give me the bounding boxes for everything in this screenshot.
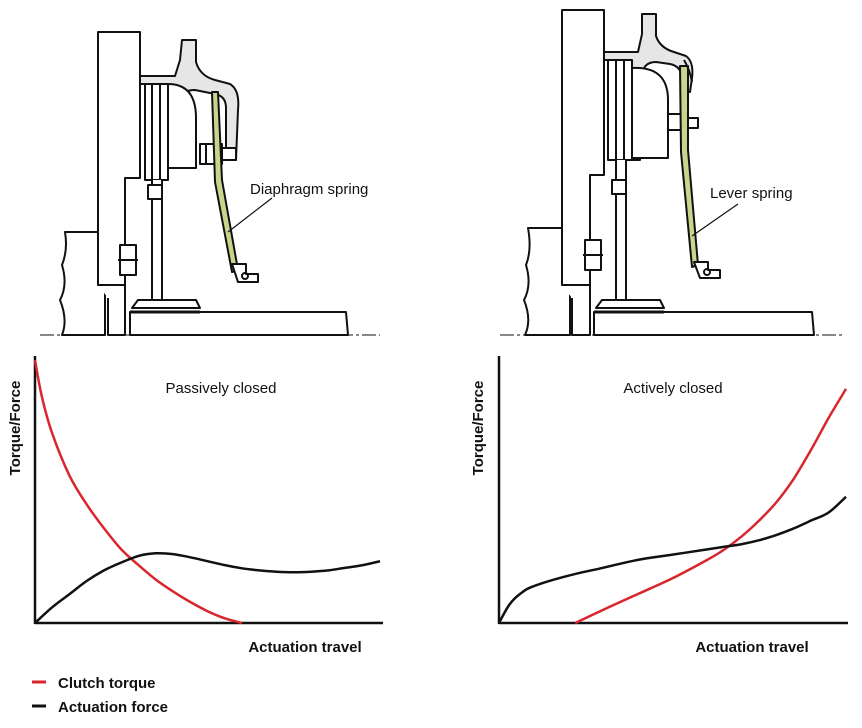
lever-spring-label: Lever spring — [710, 185, 793, 202]
chart2-series-clutch-torque — [574, 388, 848, 625]
chart1-series-clutch-torque — [33, 359, 243, 625]
chart2-xlabel: Actuation travel — [695, 639, 808, 656]
lever-spring — [679, 65, 699, 268]
right-flange-body — [523, 227, 571, 336]
chart-actively-closed: Actively closed Actuation travel Torque/… — [470, 356, 848, 656]
right-shaft — [593, 311, 815, 336]
diaphragm-clutch-section — [59, 31, 349, 336]
chart1-xlabel: Actuation travel — [248, 639, 361, 656]
chart1-series-actuation-force — [34, 551, 381, 624]
lever-clutch-section — [523, 9, 815, 336]
legend-label-clutch-torque: Clutch torque — [58, 675, 156, 692]
left-pressure-plate — [144, 83, 169, 181]
chart1-title: Passively closed — [166, 380, 277, 397]
chart2-series-actuation-force — [497, 495, 847, 624]
left-flange-body — [59, 231, 106, 336]
chart2-ylabel: Torque/Force — [470, 381, 487, 476]
chart1-ylabel: Torque/Force — [7, 381, 24, 476]
chart-passively-closed: Passively closed Actuation travel Torque… — [7, 356, 383, 656]
right-pressure-plate — [607, 59, 633, 161]
chart2-title: Actively closed — [623, 380, 722, 397]
legend-label-actuation-force: Actuation force — [58, 699, 168, 716]
left-shaft — [129, 311, 349, 336]
diaphragm-spring-label: Diaphragm spring — [250, 181, 368, 198]
legend: Clutch torque Actuation force — [32, 675, 168, 716]
